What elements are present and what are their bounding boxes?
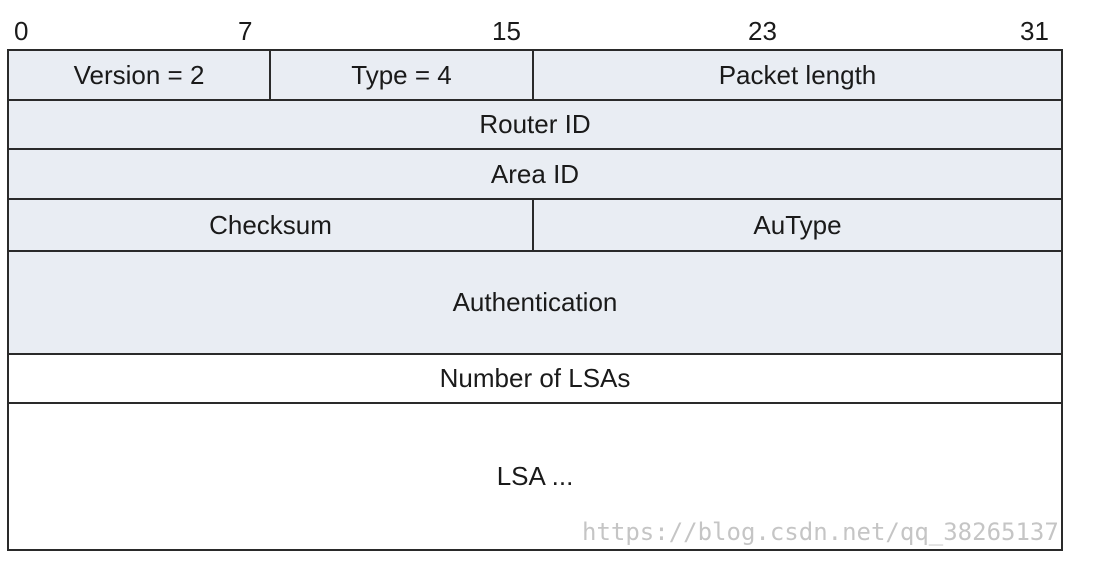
field-lsa: LSA ... bbox=[7, 402, 1063, 551]
bit-label-7: 7 bbox=[238, 16, 253, 46]
field-type: Type = 4 bbox=[269, 49, 534, 101]
field-router-id: Router ID bbox=[7, 99, 1063, 150]
field-checksum: Checksum bbox=[7, 198, 534, 252]
bit-label-31: 31 bbox=[1020, 16, 1049, 46]
field-area-id: Area ID bbox=[7, 148, 1063, 200]
bit-label-15: 15 bbox=[492, 16, 521, 46]
field-autype: AuType bbox=[532, 198, 1063, 252]
field-authentication: Authentication bbox=[7, 250, 1063, 355]
field-number-of-lsas: Number of LSAs bbox=[7, 353, 1063, 404]
watermark: https://blog.csdn.net/qq_38265137 bbox=[582, 518, 1059, 546]
bit-label-0: 0 bbox=[14, 16, 29, 46]
field-packet-length: Packet length bbox=[532, 49, 1063, 101]
bit-label-23: 23 bbox=[748, 16, 777, 46]
field-version: Version = 2 bbox=[7, 49, 271, 101]
